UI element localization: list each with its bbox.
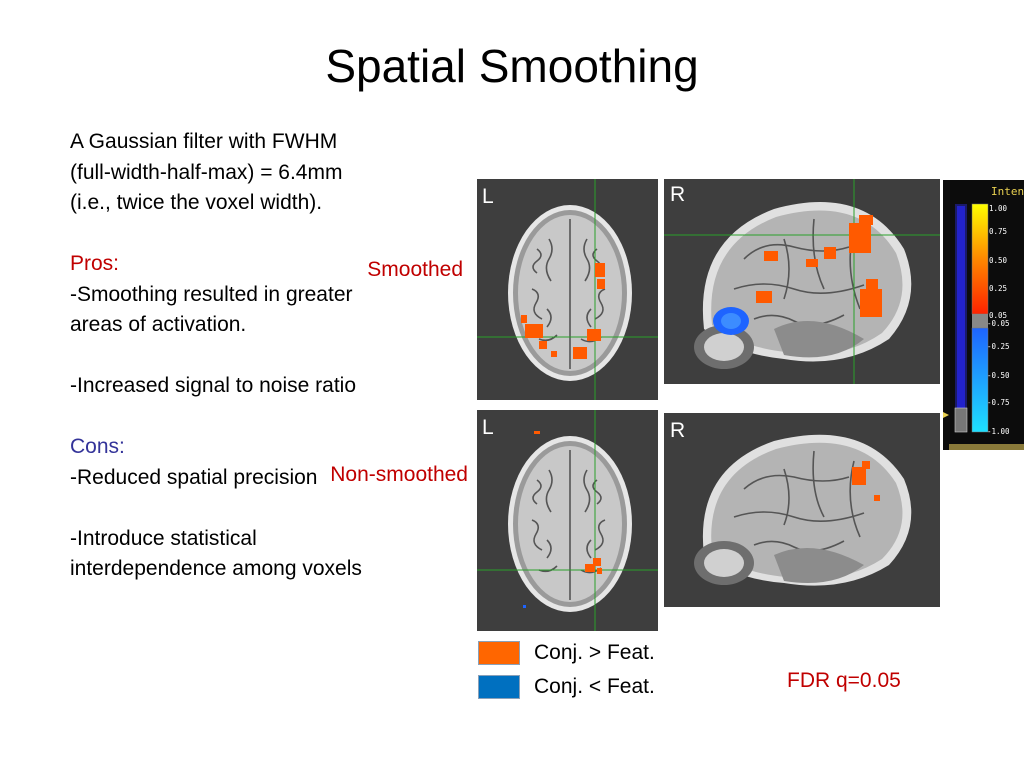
colorbar-tick: -0.75: [987, 398, 1010, 407]
intro-text: A Gaussian filter with FWHM (full-width-…: [70, 130, 343, 214]
colorbar-tick: 0.05: [989, 311, 1007, 320]
colorbar-tick: 0.25: [989, 284, 1007, 293]
colorbar-tick: 0.75: [989, 227, 1007, 236]
smoothed-label: Smoothed: [367, 258, 463, 281]
legend-label: Conj. > Feat.: [534, 641, 655, 664]
left-marker: L: [482, 185, 494, 208]
left-text-column: A Gaussian filter with FWHM (full-width-…: [70, 127, 370, 585]
cons-heading: Cons:: [70, 435, 125, 458]
slide-title: Spatial Smoothing: [325, 40, 699, 92]
legend-item-positive: Conj. > Feat.: [478, 640, 655, 666]
legend-label: Conj. < Feat.: [534, 675, 655, 698]
legend-item-negative: Conj. < Feat.: [478, 674, 655, 700]
fdr-label: FDR q=0.05: [787, 669, 901, 692]
left-marker: L: [482, 416, 494, 439]
smoothed-axial-image: L: [477, 179, 658, 400]
smoothed-sagittal-image: R: [664, 179, 940, 384]
intensity-colorbar: Inten 1.00 0.75 0.50 0.25 0.05 -0.05 -0.…: [943, 180, 1024, 450]
colorbar-tick: -0.25: [987, 342, 1010, 351]
colorbar-tick: 0.50: [989, 256, 1008, 265]
pros-item: -Smoothing resulted in greater areas of …: [70, 282, 353, 337]
right-marker: R: [670, 183, 686, 206]
legend-swatch-orange: [478, 641, 520, 665]
colorbar-tick: -0.05: [987, 319, 1010, 328]
pros-heading: Pros:: [70, 252, 120, 275]
non-smoothed-sagittal-image: R: [664, 413, 940, 607]
cons-item: -Reduced spatial precision: [70, 465, 318, 489]
cons-item: -Introduce statistical interdependence a…: [70, 526, 362, 581]
right-marker: R: [670, 419, 686, 442]
legend-swatch-blue: [478, 675, 520, 699]
colorbar-tick: 1.00: [989, 204, 1008, 213]
pros-item: -Increased signal to noise ratio: [70, 374, 356, 397]
colorbar-tick: -0.50: [987, 371, 1010, 380]
colorbar-title: Inten: [991, 185, 1024, 198]
non-smoothed-axial-image: L: [477, 410, 658, 631]
colorbar-tick: -1.00: [987, 427, 1010, 436]
non-smoothed-label: Non-smoothed: [330, 463, 468, 486]
